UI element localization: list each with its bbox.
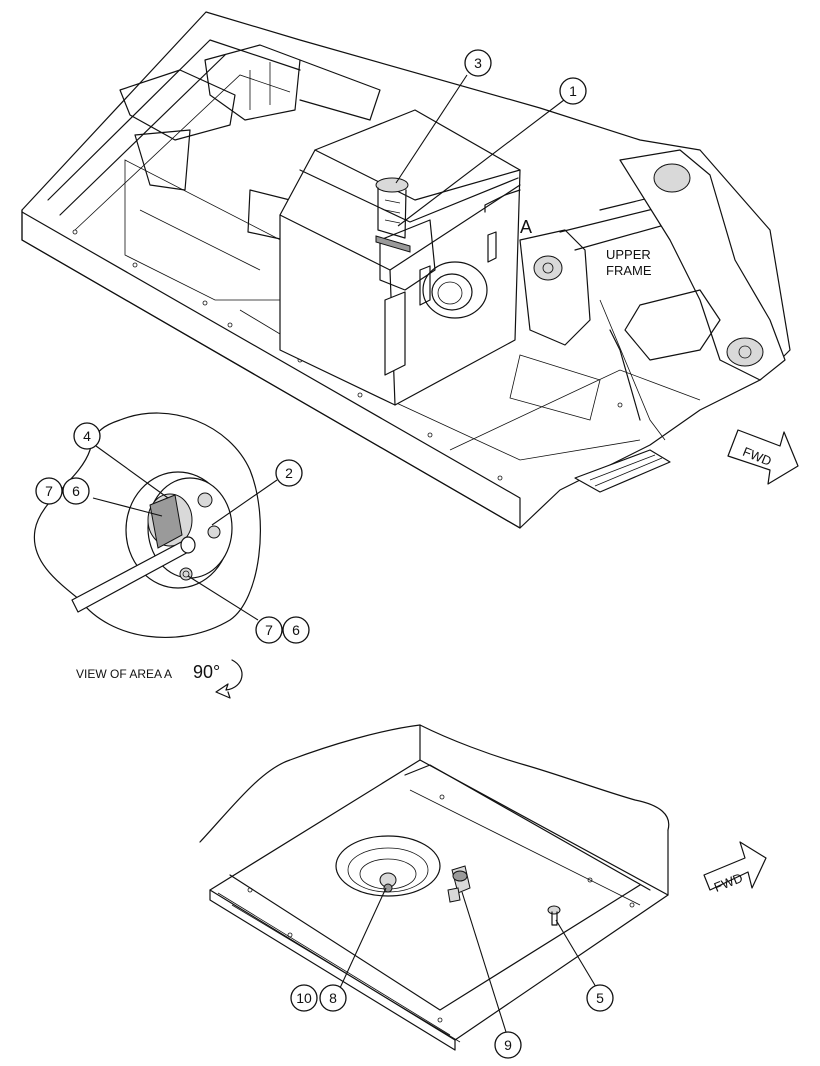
- fwd-arrow-top: FWD: [727, 429, 799, 485]
- callout-3: 3: [464, 49, 492, 77]
- callout-4: 4: [73, 422, 101, 450]
- callout-6-lower-label: 6: [292, 622, 300, 638]
- callout-8: 8: [319, 984, 347, 1012]
- callout-9-label: 9: [504, 1037, 512, 1053]
- callout-7-lower: 7: [255, 616, 283, 644]
- callout-leaders: [92, 74, 597, 1033]
- detail-view-area-a: VIEW OF AREA A 90°: [33, 412, 262, 699]
- callout-6-upper: 6: [62, 477, 90, 505]
- callout-2-label: 2: [285, 465, 293, 481]
- view-angle: 90°: [193, 662, 220, 682]
- callout-5: 5: [586, 984, 614, 1012]
- rotate-arrow-icon: [215, 659, 243, 699]
- callout-9: 9: [494, 1031, 522, 1059]
- callout-7-lower-label: 7: [265, 622, 273, 638]
- area-a-marker: A: [520, 217, 532, 237]
- upper-frame-assembly: A UPPER FRAME: [21, 11, 791, 529]
- callout-3-label: 3: [474, 55, 482, 71]
- callout-6-upper-label: 6: [72, 483, 80, 499]
- fwd-arrow-bottom: FWD: [703, 841, 767, 895]
- callout-10: 10: [290, 984, 318, 1012]
- callout-7-upper-label: 7: [45, 483, 53, 499]
- callout-4-label: 4: [83, 428, 91, 444]
- callout-5-label: 5: [596, 990, 604, 1006]
- callout-7-upper: 7: [35, 477, 63, 505]
- upper-frame-label-line2: FRAME: [606, 263, 652, 278]
- view-caption: VIEW OF AREA A: [76, 667, 172, 681]
- upper-frame-label-line1: UPPER: [606, 247, 651, 262]
- callout-2: 2: [275, 459, 303, 487]
- callout-10-label: 10: [296, 990, 312, 1006]
- callout-8-label: 8: [329, 990, 337, 1006]
- tank-underside-view: [199, 724, 670, 1051]
- callout-1: 1: [559, 77, 587, 105]
- callout-1-label: 1: [569, 83, 577, 99]
- callout-6-lower: 6: [282, 616, 310, 644]
